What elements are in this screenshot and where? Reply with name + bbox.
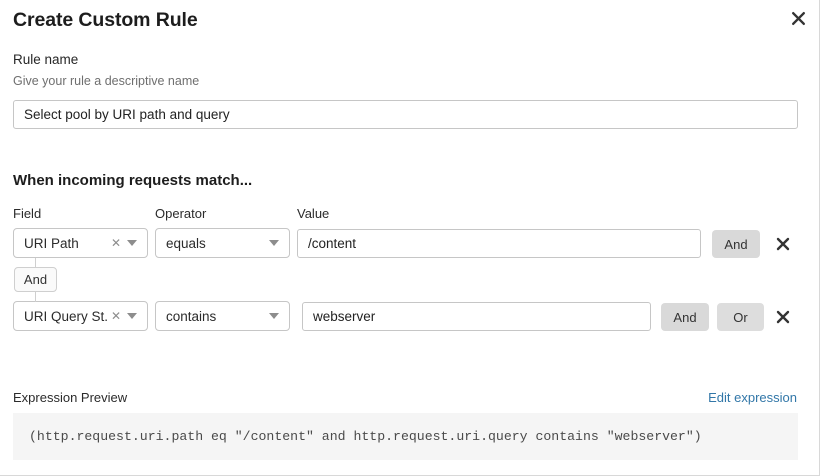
rule-name-input[interactable] [13,100,798,129]
column-header-field: Field [13,206,42,221]
chevron-down-icon[interactable] [269,313,279,319]
connector-line-top [35,258,36,268]
operator-select-row-1[interactable]: equals [155,228,290,258]
edit-expression-link[interactable]: Edit expression [708,390,797,405]
chevron-down-icon[interactable] [127,240,137,246]
rule-name-hint: Give your rule a descriptive name [13,74,200,88]
chevron-down-icon[interactable] [127,313,137,319]
chevron-down-icon[interactable] [269,240,279,246]
delete-condition-row-2[interactable] [773,307,793,327]
clear-icon[interactable]: ✕ [110,309,121,323]
and-button-row-2[interactable]: And [661,303,709,331]
operator-select-row-2[interactable]: contains [155,301,290,331]
field-select-row-2-value: URI Query St... [24,308,109,324]
operator-select-row-2-value: contains [166,308,217,324]
conditions-section-title: When incoming requests match... [13,172,253,189]
and-button-row-1[interactable]: And [712,230,760,258]
field-select-row-2[interactable]: URI Query St... ✕ [13,301,148,331]
value-input-row-1[interactable] [297,229,701,258]
delete-condition-row-1[interactable] [773,234,793,254]
connector-and-chip[interactable]: And [14,267,57,292]
column-header-value: Value [297,206,330,221]
field-select-row-1-value: URI Path [24,235,79,251]
page-title: Create Custom Rule [13,9,198,31]
field-select-row-1[interactable]: URI Path ✕ [13,228,148,258]
rule-name-label: Rule name [13,52,79,67]
or-button-row-2[interactable]: Or [717,303,764,331]
clear-icon[interactable]: ✕ [110,236,121,250]
close-icon[interactable] [785,5,811,31]
expression-preview-label: Expression Preview [13,390,128,405]
expression-preview-text: (http.request.uri.path eq "/content" and… [29,429,702,444]
operator-select-row-1-value: equals [166,235,206,251]
column-header-operator: Operator [155,206,207,221]
value-input-row-2[interactable] [302,302,651,331]
expression-preview-box: (http.request.uri.path eq "/content" and… [13,413,798,460]
connector-line-bottom [35,291,36,302]
